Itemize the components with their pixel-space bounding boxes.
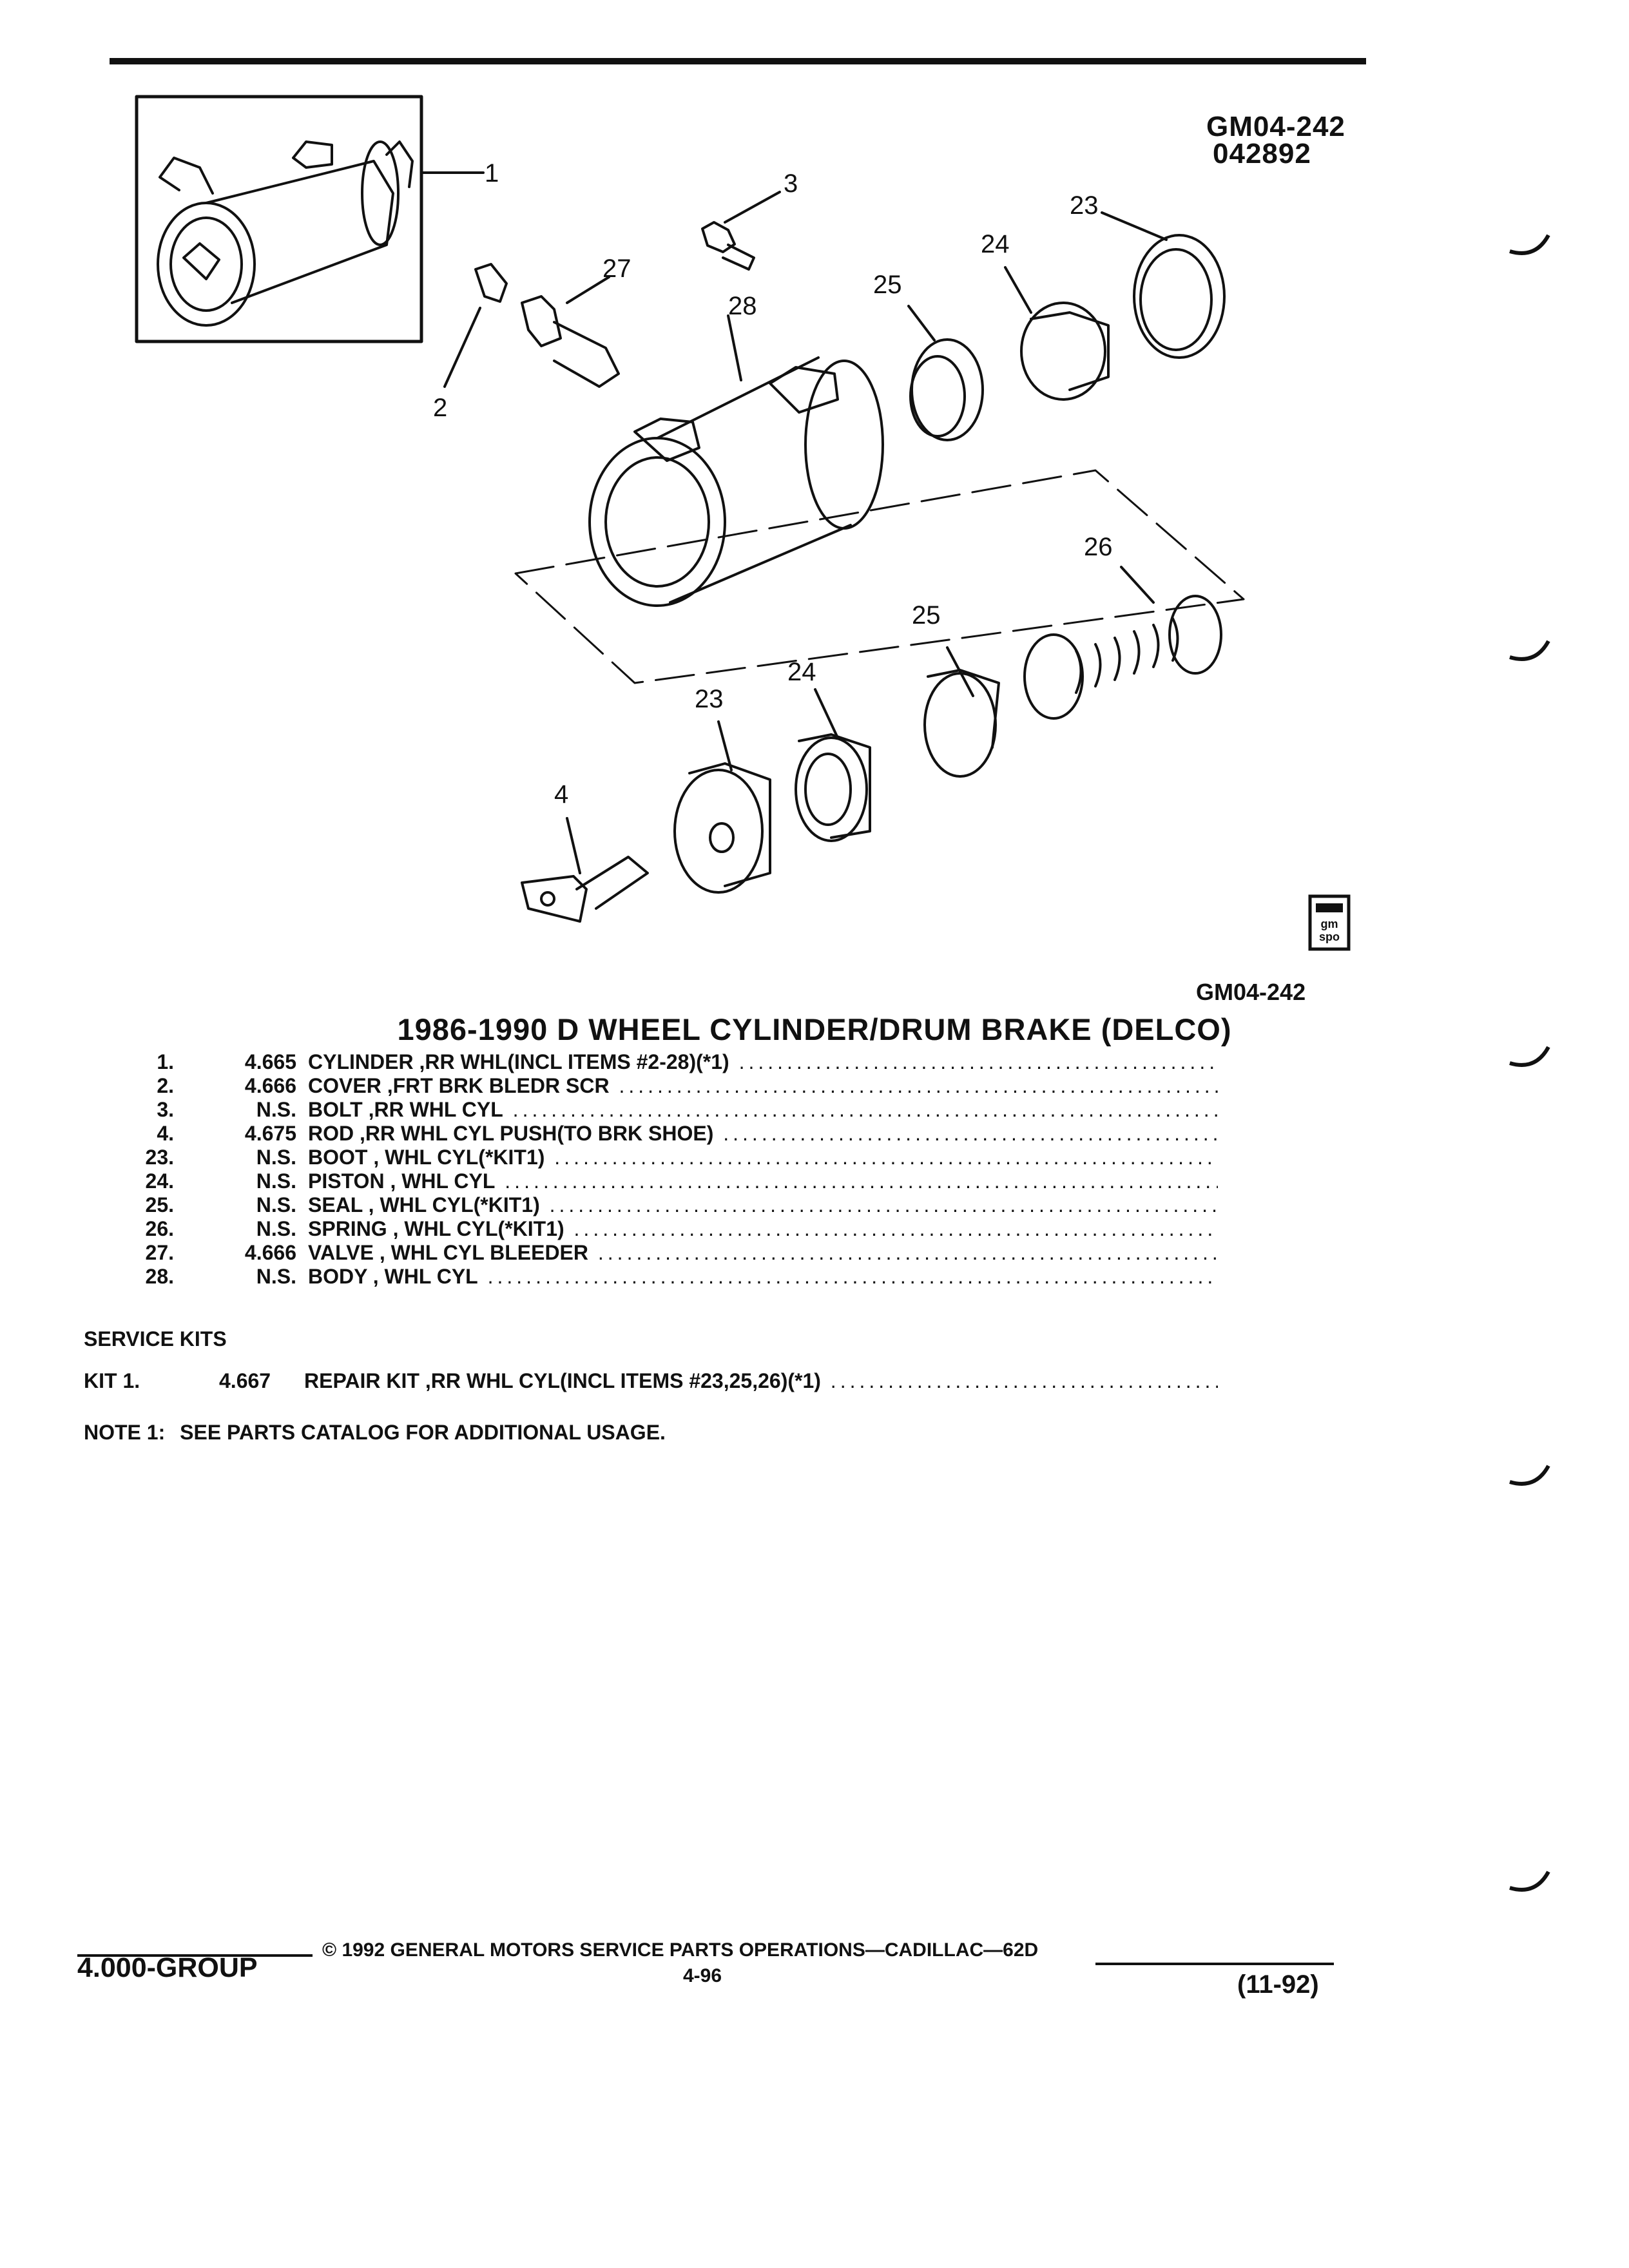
spring-illustration	[1023, 566, 1222, 720]
callout-28: 28	[728, 292, 757, 320]
part-number: 1.	[157, 1050, 174, 1073]
part-code: 4.666	[244, 1241, 296, 1264]
callout-26: 26	[1084, 533, 1113, 561]
figure-id-bottom: GM04-242	[1196, 979, 1306, 1005]
lower-seal-illustration	[923, 646, 1000, 778]
upper-seal-illustration	[907, 305, 984, 441]
part-description: CYLINDER ,RR WHL(INCL ITEMS #2-28)(*1)	[308, 1050, 1218, 1074]
figure-id: GM04-242	[1206, 111, 1345, 142]
margin-mark	[1509, 1870, 1550, 1892]
table-row: 28. N.S. BODY , WHL CYL	[84, 1265, 1218, 1289]
table-row: 25. N.S. SEAL , WHL CYL(*KIT1)	[84, 1193, 1218, 1217]
part-description: PISTON , WHL CYL	[308, 1169, 1218, 1193]
part-number: 24.	[145, 1169, 174, 1193]
part-number: 26.	[145, 1217, 174, 1240]
part-number: 27.	[145, 1241, 174, 1264]
table-row: 2. 4.666 COVER ,FRT BRK BLEDR SCR	[84, 1074, 1218, 1098]
callout-3: 3	[784, 169, 798, 198]
svg-text:gm: gm	[1321, 918, 1338, 930]
kit-label: KIT 1.	[84, 1369, 140, 1392]
part-code: N.S.	[256, 1217, 296, 1240]
service-kits-heading: SERVICE KITS	[84, 1327, 227, 1350]
footer-rule-right	[1095, 1963, 1334, 1965]
callout-4: 4	[554, 780, 568, 809]
table-row: 26. N.S. SPRING , WHL CYL(*KIT1)	[84, 1217, 1218, 1241]
part-number: 2.	[157, 1074, 174, 1097]
margin-mark	[1509, 1046, 1550, 1067]
cylinder-body-illustration	[588, 314, 884, 607]
part-description: BODY , WHL CYL	[308, 1265, 1218, 1289]
margin-mark	[1509, 640, 1550, 661]
part-code: N.S.	[256, 1265, 296, 1288]
table-row: 23. N.S. BOOT , WHL CYL(*KIT1)	[84, 1146, 1218, 1169]
part-code: 4.665	[244, 1050, 296, 1073]
part-description: BOOT , WHL CYL(*KIT1)	[308, 1146, 1218, 1169]
footer-group: 4.000-GROUP	[77, 1952, 258, 1983]
top-rule	[110, 58, 1366, 64]
part-code: N.S.	[256, 1169, 296, 1193]
callout-25-lower: 25	[912, 601, 941, 629]
figure-date: 042892	[1213, 138, 1311, 169]
note-text: SEE PARTS CATALOG FOR ADDITIONAL USAGE.	[180, 1421, 666, 1444]
inset-box	[135, 95, 423, 343]
part-code: 4.666	[244, 1074, 296, 1097]
part-description: SEAL , WHL CYL(*KIT1)	[308, 1193, 1218, 1217]
part-number: 3.	[157, 1098, 174, 1121]
parts-list: 1. 4.665 CYLINDER ,RR WHL(INCL ITEMS #2-28…	[84, 1050, 1218, 1289]
callout-23-lower: 23	[695, 685, 724, 713]
table-row: 24. N.S. PISTON , WHL CYL	[84, 1169, 1218, 1193]
note: NOTE 1: SEE PARTS CATALOG FOR ADDITIONAL…	[84, 1421, 666, 1445]
service-kit-row: KIT 1. 4.667 REPAIR KIT ,RR WHL CYL(INCL…	[84, 1369, 1218, 1393]
callout-24-upper: 24	[981, 230, 1010, 258]
part-description: VALVE , WHL CYL BLEEDER	[308, 1241, 1218, 1265]
bolt-illustration	[701, 191, 781, 271]
footer-copyright: © 1992 GENERAL MOTORS SERVICE PARTS OPER…	[322, 1939, 1039, 1961]
part-number: 25.	[145, 1193, 174, 1216]
lower-boot-illustration	[673, 720, 771, 894]
callout-23-upper: 23	[1070, 191, 1099, 220]
kit-code: 4.667	[219, 1369, 271, 1392]
part-number: 28.	[145, 1265, 174, 1288]
part-description: ROD ,RR WHL CYL PUSH(TO BRK SHOE)	[308, 1122, 1218, 1146]
table-row: 1. 4.665 CYLINDER ,RR WHL(INCL ITEMS #2-28…	[84, 1050, 1218, 1074]
bracket-plane	[514, 469, 1245, 684]
callout-27: 27	[602, 255, 631, 283]
assembled-cylinder-illustration	[157, 140, 414, 327]
part-number: 4.	[157, 1122, 174, 1145]
callout-24-lower: 24	[787, 658, 816, 686]
diagram-caption: 1986-1990 D WHEEL CYLINDER/DRUM BRAKE (D…	[397, 1012, 1232, 1046]
callout-25-upper: 25	[873, 271, 902, 299]
lower-piston-illustration	[795, 688, 871, 842]
part-code: N.S.	[256, 1193, 296, 1216]
callout-1: 1	[485, 159, 499, 187]
part-number: 23.	[145, 1146, 174, 1169]
footer-page-number: 4-96	[683, 1965, 722, 1986]
note-label: NOTE 1:	[84, 1421, 166, 1444]
footer-rule-left	[77, 1954, 313, 1957]
part-code: N.S.	[256, 1146, 296, 1169]
push-rod-illustration	[521, 817, 649, 923]
margin-mark	[1509, 234, 1550, 255]
table-row: 3. N.S. BOLT ,RR WHL CYL	[84, 1098, 1218, 1122]
part-code: N.S.	[256, 1098, 296, 1121]
svg-text:spo: spo	[1319, 930, 1340, 943]
table-row: 27. 4.666 VALVE , WHL CYL BLEEDER	[84, 1241, 1218, 1265]
exploded-parts-diagram: 1 2 3 27 28 25 24 23 26 25 24 23 4 GM04-…	[135, 95, 1306, 1005]
margin-mark	[1509, 1465, 1550, 1486]
table-row: 4. 4.675 ROD ,RR WHL CYL PUSH(TO BRK SHOE)	[84, 1122, 1218, 1146]
callout-2: 2	[433, 394, 447, 422]
kit-description: REPAIR KIT ,RR WHL CYL(INCL ITEMS #23,25…	[304, 1369, 1218, 1393]
upper-piston-illustration	[1004, 266, 1110, 401]
cover-illustration	[443, 263, 508, 388]
part-code: 4.675	[244, 1122, 296, 1145]
part-description: SPRING , WHL CYL(*KIT1)	[308, 1217, 1218, 1241]
footer-date: (11-92)	[1237, 1970, 1319, 1999]
gm-spo-logo: gm spo	[1308, 894, 1351, 951]
part-description: COVER ,FRT BRK BLEDR SCR	[308, 1074, 1218, 1098]
valve-illustration	[521, 276, 620, 388]
upper-boot-illustration	[1101, 211, 1226, 359]
part-description: BOLT ,RR WHL CYL	[308, 1098, 1218, 1122]
